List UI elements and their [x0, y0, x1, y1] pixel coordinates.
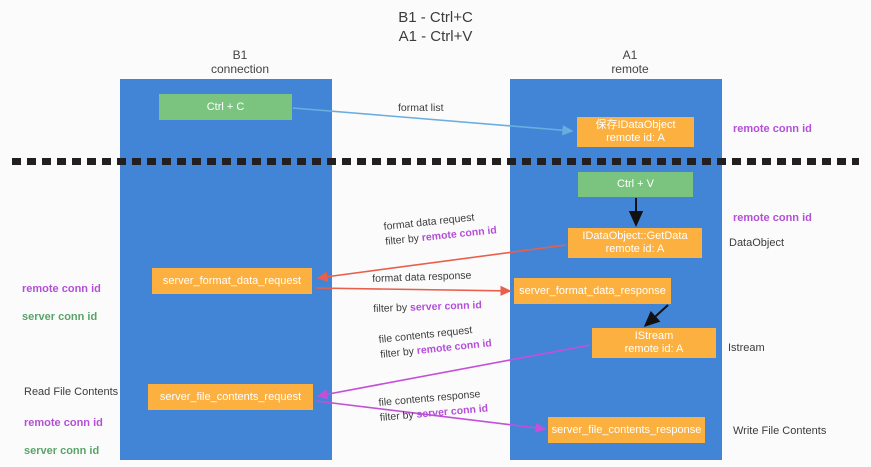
edge-label-line2-prefix: filter by — [379, 408, 418, 424]
annotation-remote-conn-id-mid: remote conn id — [733, 212, 812, 224]
diagram-title: B1 - Ctrl+C A1 - Ctrl+V — [398, 9, 473, 45]
node-store-idataobject[interactable]: 保存IDataObject remote id: A — [577, 117, 694, 147]
node-server-format-data-request[interactable]: server_format_data_request — [152, 268, 312, 294]
annotation-left-remote-conn-id: remote conn id — [22, 283, 101, 295]
annotation-remote-conn-id-top: remote conn id — [733, 123, 812, 135]
annotation-left-server-conn-id: server conn id — [22, 311, 98, 323]
annotation-left-conn-ids-2: remote conn id server conn id — [24, 402, 103, 458]
edge-label-file-contents-response: file contents response filter by server … — [378, 387, 489, 426]
edge-label-format-list: format list — [398, 102, 444, 114]
edge-label-line2-prefix: filter by — [384, 232, 423, 248]
edge-label-file-contents-request: file contents request filter by remote c… — [378, 321, 493, 363]
edge-label-line1: format data response — [372, 269, 472, 285]
node-server-format-data-response[interactable]: server_format_data_response — [514, 278, 671, 304]
edge-label-format-data-response: format data response filter by server co… — [372, 268, 482, 317]
edge-label-format-data-request: format data request filter by remote con… — [383, 208, 498, 250]
phase-divider-dashed-line — [12, 158, 859, 165]
edge-label-line2-prefix: filter by — [379, 345, 418, 361]
annotation-read-file-contents: Read File Contents — [24, 386, 119, 398]
column-header-a1: A1 remote — [611, 48, 649, 76]
node-server-file-contents-response[interactable]: server_file_contents_response — [548, 417, 705, 443]
annotation-dataobject: DataObject — [729, 237, 785, 249]
annotation-istream: Istream — [728, 342, 765, 354]
node-idataobject-getdata[interactable]: IDataObject::GetData remote id: A — [568, 228, 702, 258]
node-ctrl-c[interactable]: Ctrl + C — [159, 94, 292, 120]
node-istream[interactable]: IStream remote id: A — [592, 328, 716, 358]
annotation-left-remote-conn-id-2: remote conn id — [24, 417, 103, 429]
annotation-left-conn-ids: remote conn id server conn id — [22, 268, 101, 324]
annotation-left-server-conn-id-2: server conn id — [24, 445, 100, 457]
edge-label-line2-prefix: filter by — [373, 301, 411, 315]
node-ctrl-v[interactable]: Ctrl + V — [578, 172, 693, 197]
edge-label-line2-key: server conn id — [409, 299, 482, 314]
annotation-write-file-contents: Write File Contents — [733, 425, 827, 437]
node-server-file-contents-request[interactable]: server_file_contents_request — [148, 384, 313, 410]
edge-label-line2-key: server conn id — [416, 402, 489, 421]
column-header-b1: B1 connection — [210, 48, 270, 76]
